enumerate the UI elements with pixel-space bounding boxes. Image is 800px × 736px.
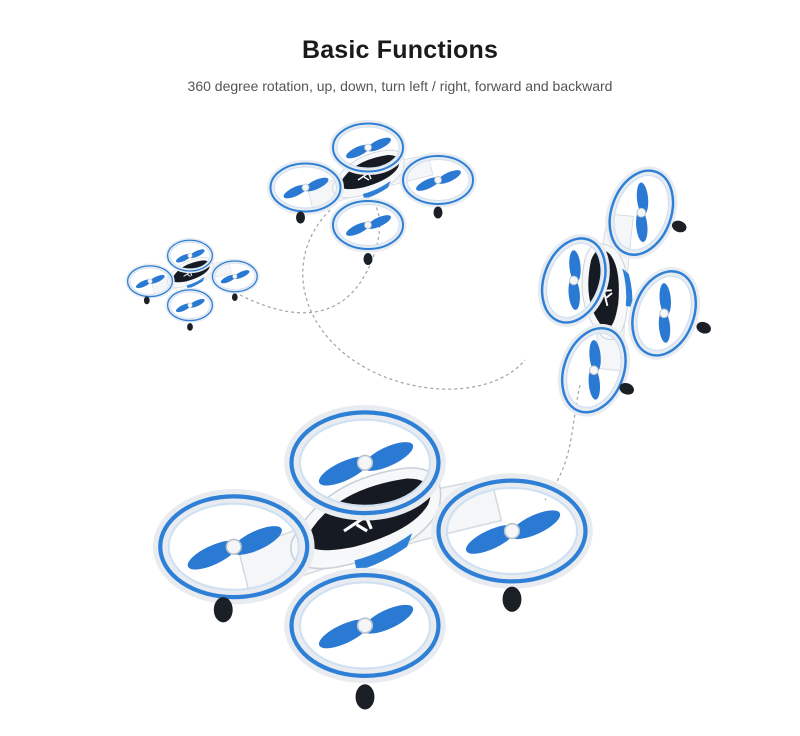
page-subtitle: 360 degree rotation, up, down, turn left…: [187, 78, 613, 94]
drone-main: [160, 412, 585, 709]
flight-path-center: [302, 209, 526, 390]
drone-top: [271, 124, 474, 266]
flight-path-left: [239, 199, 381, 314]
drone-small-left: [128, 240, 258, 331]
page-title: Basic Functions: [301, 36, 499, 64]
drone-right-tilted: [504, 148, 755, 444]
flight-path-right: [544, 384, 581, 501]
